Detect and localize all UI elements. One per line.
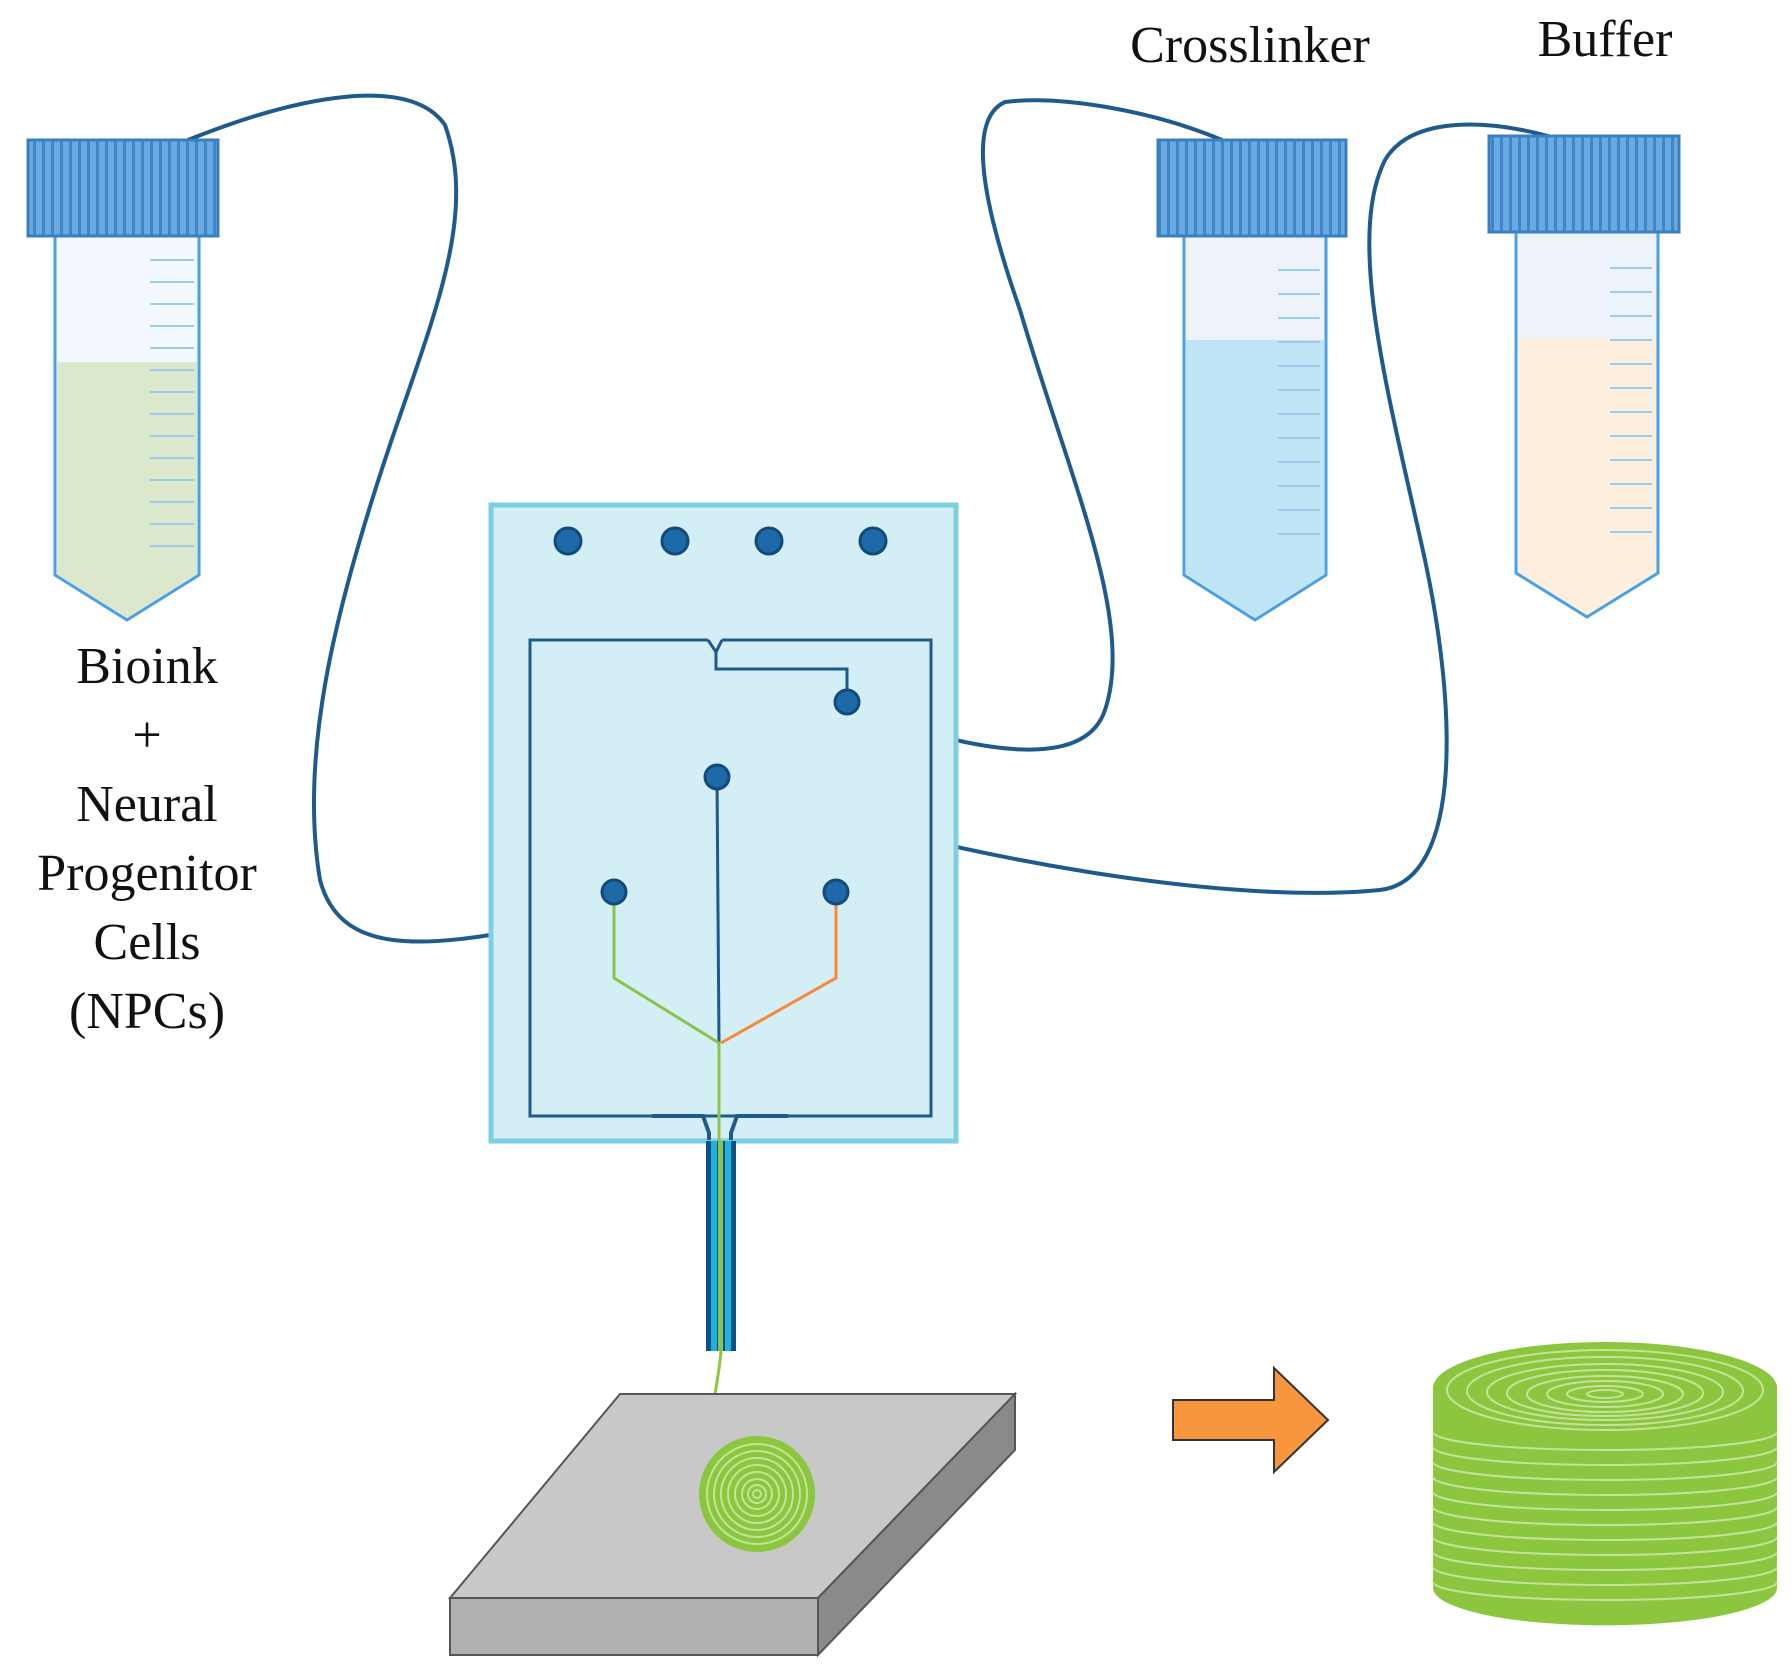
chip-top-ports xyxy=(553,526,888,556)
right-inlet xyxy=(822,878,850,906)
chip-channels xyxy=(528,638,933,1140)
buffer-tube-cap xyxy=(1487,134,1681,234)
bioink-inlet xyxy=(600,878,628,906)
sheath-channel xyxy=(528,638,933,1118)
chip-body xyxy=(488,502,959,1144)
crosslinker-inlet xyxy=(833,688,861,716)
bioink-channel xyxy=(612,892,721,1150)
stacked-construct xyxy=(1432,1342,1778,1626)
process-arrow xyxy=(1172,1365,1330,1475)
bioink-label-line: Cells xyxy=(93,914,201,971)
bioink-label-line: Bioink xyxy=(76,638,218,695)
bioink-tube xyxy=(26,138,220,622)
buffer-liquid xyxy=(1518,338,1656,615)
crosslinker-tube-cap xyxy=(1156,138,1348,238)
bioink-label-line: + xyxy=(132,707,162,764)
construct-body xyxy=(1433,1385,1777,1626)
buffer-tube xyxy=(1487,134,1681,619)
center-channel xyxy=(715,777,721,1044)
nozzle xyxy=(706,1141,736,1351)
buffer-tubing xyxy=(736,122,1550,895)
buffer-label: Buffer xyxy=(1537,11,1673,68)
crosslinker-tubing xyxy=(855,98,1224,752)
buffer-inlet xyxy=(703,763,731,791)
printed-spiral xyxy=(699,1436,815,1552)
crosslinker-liquid xyxy=(1186,340,1324,618)
buffer-channel xyxy=(720,892,838,1045)
bioink-label-line: (NPCs) xyxy=(68,983,226,1040)
microfluidic-chip xyxy=(488,502,959,1150)
bioink-tubing xyxy=(186,93,616,944)
chip-inlets xyxy=(600,688,861,906)
bioink-label: Bioink + Neural Progenitor Cells (NPCs) xyxy=(6,632,288,1046)
tubing xyxy=(186,93,1550,944)
bioink-liquid xyxy=(57,362,197,618)
bioink-label-line: Neural xyxy=(76,776,218,833)
bioink-label-line: Progenitor xyxy=(37,845,257,902)
outlet-channel xyxy=(652,1114,788,1140)
crosslinker-tube xyxy=(1156,138,1348,622)
stage-front xyxy=(449,1597,819,1656)
crosslinker-label: Crosslinker xyxy=(1130,17,1370,74)
stage-side xyxy=(817,1391,1016,1658)
bioink-tube-cap xyxy=(26,138,220,238)
